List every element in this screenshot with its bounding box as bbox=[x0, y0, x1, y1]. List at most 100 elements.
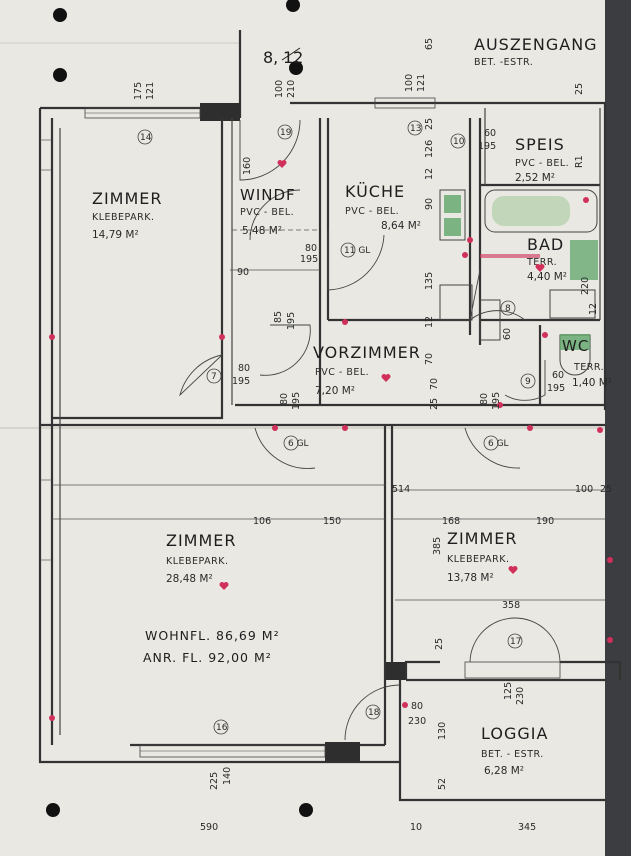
fixtures bbox=[439, 189, 598, 376]
room-windf: WINDF PVC - BEL. 5,48 M² bbox=[240, 186, 296, 237]
dimension-labels: 90 80 195 80 195 60 195 60 195 514 100 2… bbox=[133, 38, 612, 833]
dim-80: 80 bbox=[279, 393, 290, 405]
dim-230: 230 bbox=[408, 716, 426, 727]
dim-135: 135 bbox=[424, 272, 435, 290]
dim-60: 60 bbox=[552, 370, 564, 381]
room-name: ZIMMER bbox=[447, 529, 518, 548]
room-area: 14,79 M² bbox=[92, 229, 139, 241]
door-markers: 14 19 13 10 11 GL 7 8 9 6 GL 6 GL 17 18 … bbox=[137, 120, 536, 735]
punch-hole bbox=[53, 8, 67, 22]
dim-210: 210 bbox=[286, 80, 297, 98]
partitions bbox=[52, 229, 605, 601]
dim-100: 100 bbox=[575, 484, 593, 495]
room-name: VORZIMMER bbox=[313, 343, 421, 362]
dim-12: 12 bbox=[424, 168, 435, 180]
room-floor: PVC - BEL. bbox=[315, 367, 369, 378]
door-number: 6 GL bbox=[488, 439, 509, 449]
header: 8, 12 AUSZENGANG BET. -ESTR. bbox=[263, 35, 597, 68]
dim-60: 60 bbox=[484, 128, 496, 139]
dim-168: 168 bbox=[442, 516, 460, 527]
dim-195: 195 bbox=[291, 392, 302, 410]
dim-225: 225 bbox=[209, 772, 220, 790]
dim-12: 12 bbox=[424, 316, 435, 328]
dim-70: 70 bbox=[429, 378, 440, 390]
room-zimmer-2: ZIMMER KLEBEPARK. 28,48 M² bbox=[166, 531, 237, 585]
room-name: ZIMMER bbox=[166, 531, 237, 550]
punch-hole bbox=[299, 803, 313, 817]
dim-106: 106 bbox=[253, 516, 271, 527]
outer-walls bbox=[38, 30, 622, 802]
dim-345: 345 bbox=[518, 822, 536, 833]
dim-25: 25 bbox=[600, 484, 612, 495]
room-name: LOGGIA bbox=[481, 724, 548, 743]
room-zimmer-3: ZIMMER KLEBEPARK. 13,78 M² bbox=[447, 529, 518, 584]
door-number: 7 bbox=[211, 372, 217, 382]
dim-121: 121 bbox=[145, 82, 156, 100]
door-number: 9 bbox=[525, 377, 531, 387]
dim-175: 175 bbox=[133, 82, 144, 100]
dim-100: 100 bbox=[404, 74, 415, 92]
dim-80: 80 bbox=[411, 701, 423, 712]
scale-note-struck: 12 bbox=[283, 48, 303, 67]
dim-195: 195 bbox=[491, 392, 502, 410]
dim-R1: R1 bbox=[574, 155, 585, 168]
room-floor: KLEBEPARK. bbox=[447, 554, 510, 565]
dim-130: 130 bbox=[437, 722, 448, 740]
dim-100: 100 bbox=[274, 80, 285, 98]
auszengang-sub: BET. -ESTR. bbox=[474, 57, 533, 68]
dim-385: 385 bbox=[432, 537, 443, 555]
dim-80: 80 bbox=[479, 393, 490, 405]
room-bad: BAD TERR. 4,40 M² bbox=[526, 235, 567, 283]
dim-90: 90 bbox=[237, 267, 249, 278]
dim-195: 195 bbox=[547, 383, 565, 394]
room-floor: TERR. bbox=[573, 362, 604, 373]
dim-230: 230 bbox=[515, 687, 526, 705]
room-floor: KLEBEPARK. bbox=[166, 556, 229, 567]
door-number: 6 GL bbox=[288, 439, 309, 449]
room-floor: KLEBEPARK. bbox=[92, 212, 155, 223]
dim-126: 126 bbox=[424, 140, 435, 158]
door-number: 11 GL bbox=[344, 246, 370, 256]
dim-125: 125 bbox=[503, 682, 514, 700]
punch-hole bbox=[53, 68, 67, 82]
area-summary: WOHNFL. 86,69 M² ANR. FL. 92,00 M² bbox=[143, 628, 279, 665]
dim-12: 12 bbox=[588, 303, 599, 315]
annotation-marks bbox=[49, 197, 613, 721]
door-number: 19 bbox=[280, 128, 292, 138]
punch-hole bbox=[46, 803, 60, 817]
door-number: 8 bbox=[505, 304, 511, 314]
door-number: 16 bbox=[216, 723, 228, 733]
dim-25: 25 bbox=[574, 83, 585, 95]
punch-hole bbox=[289, 61, 303, 75]
door-number: 13 bbox=[410, 124, 421, 134]
dim-90: 90 bbox=[424, 198, 435, 210]
room-area: 5,48 M² bbox=[242, 225, 282, 237]
door-swings bbox=[179, 119, 561, 741]
room-area: 13,78 M² bbox=[447, 572, 494, 584]
room-name: WINDF bbox=[240, 186, 296, 204]
windows bbox=[40, 97, 561, 758]
room-area: 2,52 M² bbox=[515, 172, 555, 184]
room-zimmer-1: ZIMMER KLEBEPARK. 14,79 M² bbox=[92, 189, 162, 241]
room-name: SPEIS bbox=[515, 135, 565, 154]
door-number: 14 bbox=[140, 133, 152, 143]
dim-195: 195 bbox=[300, 254, 318, 265]
dim-514: 514 bbox=[392, 484, 410, 495]
room-name: WC bbox=[562, 337, 589, 355]
dim-80: 80 bbox=[238, 363, 250, 374]
door-number: 17 bbox=[510, 637, 521, 647]
dim-70: 70 bbox=[424, 353, 435, 365]
dim-195: 195 bbox=[286, 312, 297, 330]
room-area: 7,20 M² bbox=[315, 385, 355, 397]
dim-590: 590 bbox=[200, 822, 218, 833]
room-area: 8,64 M² bbox=[381, 220, 421, 232]
dim-195: 195 bbox=[478, 141, 496, 152]
room-area: 4,40 M² bbox=[527, 271, 567, 283]
red-heart-marks bbox=[219, 160, 545, 590]
dim-195: 195 bbox=[232, 376, 250, 387]
room-wc: WC TERR. 1,40 M² bbox=[562, 337, 612, 389]
dim-10: 10 bbox=[410, 822, 422, 833]
room-vorzimmer: VORZIMMER PVC - BEL. 7,20 M² bbox=[313, 343, 421, 397]
dim-60: 60 bbox=[502, 328, 513, 340]
